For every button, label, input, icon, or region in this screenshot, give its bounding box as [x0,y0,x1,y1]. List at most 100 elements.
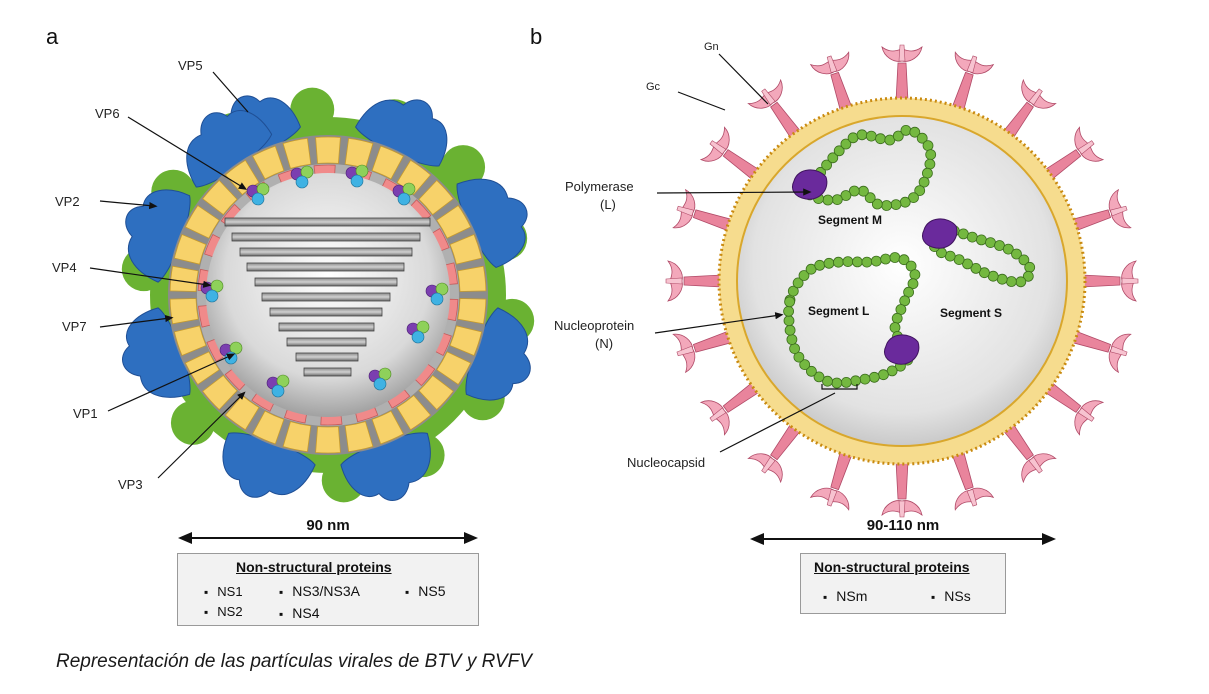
glycoprotein-spike [1002,78,1057,140]
vp7-trimer [173,233,207,265]
panel-a-letter: a [46,24,59,49]
vp7-trimer [449,233,483,265]
genome-segments [224,217,431,377]
dsrna-segment [303,367,352,377]
nucleoprotein-bead [823,257,835,269]
nucleoprotein-bead [799,359,811,371]
spike-stalk [1081,274,1121,288]
nucleoprotein-bead [864,192,876,204]
label-vp1: VP1 [73,406,98,421]
nucleoprotein-bead [900,124,912,136]
nucleoprotein-bead [891,312,903,324]
nucleoprotein-bead [833,145,845,157]
nucleoprotein-bead [907,278,919,290]
glycoprotein-spike [1002,422,1057,484]
vp7-trimer [315,426,341,454]
nucleoprotein-bead [996,273,1008,285]
vp4-capping-enzyme [402,182,416,196]
spike-stalk [692,209,734,232]
ns-item-ns2: NS2 [204,604,242,619]
label-nucleoprotein-abbr: (N) [595,336,613,351]
panel-b-scale-arrow-right [1042,533,1056,545]
spike-tip [761,456,776,474]
glycoprotein-spike [672,188,734,232]
polymerase-l-protein [922,218,958,249]
nucleoprotein-bead [842,256,854,268]
nucleoprotein-bead [925,149,937,161]
nucleoprotein-bead [898,254,910,266]
vp7-trimer [282,421,312,453]
panel-a-scale-arrow-left [178,532,192,544]
nucleoprotein-bead [881,200,892,211]
nucleoprotein-bead [840,376,852,388]
nucleoprotein-bead [806,365,817,377]
vp7-trimer [169,298,199,325]
label-vp6: VP6 [95,106,120,121]
nucleoprotein-bead [792,277,804,289]
nucleoprotein-bead [827,152,839,164]
nucleoprotein-bead [861,256,873,268]
nucleoprotein-bead [908,192,919,204]
btv-particle [121,87,535,503]
nucleoprotein-bead [914,185,926,197]
nucleoprotein-bead [909,269,921,281]
nucleoprotein-bead [822,375,833,387]
figure-caption: Representación de las partículas virales… [56,651,532,672]
label-segment-s: Segment S [940,306,1002,320]
vp4-capping-enzyme [416,320,430,334]
ns-item-nsm: NSm [823,588,867,604]
vp7-trimer [436,351,472,386]
nucleoprotein-bead [875,133,886,145]
nucleoprotein-bead [856,129,868,141]
spike-tip [898,500,906,518]
ns-item-ns5: NS5 [405,583,445,599]
nucleoprotein-bead [890,199,902,211]
glycoprotein-spike [1070,188,1132,232]
vp5-protein [170,400,215,445]
label-gn: Gn [704,41,719,53]
ns-item-ns3: NS3/NS3A [279,583,360,599]
vp5-protein [441,145,486,190]
dsrna-segment [224,217,431,227]
panel-b-leaders [654,53,858,453]
vp4-capping-enzyme [378,367,392,381]
vp7-trimer [396,394,432,431]
nucleoprotein-bead [852,256,863,268]
vp4-capping-enzyme [276,374,290,388]
nucleoprotein-bead [831,377,843,389]
dsrna-segment [278,322,375,332]
vp4-capping-enzyme [229,341,243,355]
panel-b-scale-arrow-left [750,533,764,545]
vp7-trimer [344,137,374,169]
nucleoprotein-bead [966,231,978,243]
spike-tip [1028,88,1043,106]
dsrna-segment [286,337,367,347]
vp6-helicase [271,384,285,398]
vp6-helicase [430,292,444,306]
label-polymerase-abbr: (L) [600,197,616,212]
nucleoprotein-bead [916,132,928,144]
vp4-capping-enzyme [355,164,369,178]
nucleoprotein-bead [1006,276,1017,287]
nucleoprotein-bead [878,369,889,381]
vp7-trimer [184,204,220,239]
nucleoprotein-bead [958,228,969,240]
vp6-helicase [205,289,219,303]
spike-tip [826,488,838,507]
glycoprotein-spike [747,422,802,484]
vp6-helicase [295,175,309,189]
nucleoprotein-bead [889,322,901,333]
glycoprotein-spike [1081,260,1139,302]
spike-tip [966,55,978,74]
nucleoprotein-bead [787,285,799,297]
ribonucleoproteins [783,124,1036,389]
polymerase-l-protein [792,169,828,200]
glycoprotein-spike [881,44,923,102]
nucleoprotein-bead [786,334,798,345]
nucleoprotein-bead [850,375,861,387]
label-segment-m: Segment M [818,213,882,227]
vp4-capping-enzyme [300,165,314,179]
glycoprotein-spike [1043,126,1105,181]
spike-tip [966,488,978,507]
nucleoprotein-bead [848,185,860,197]
